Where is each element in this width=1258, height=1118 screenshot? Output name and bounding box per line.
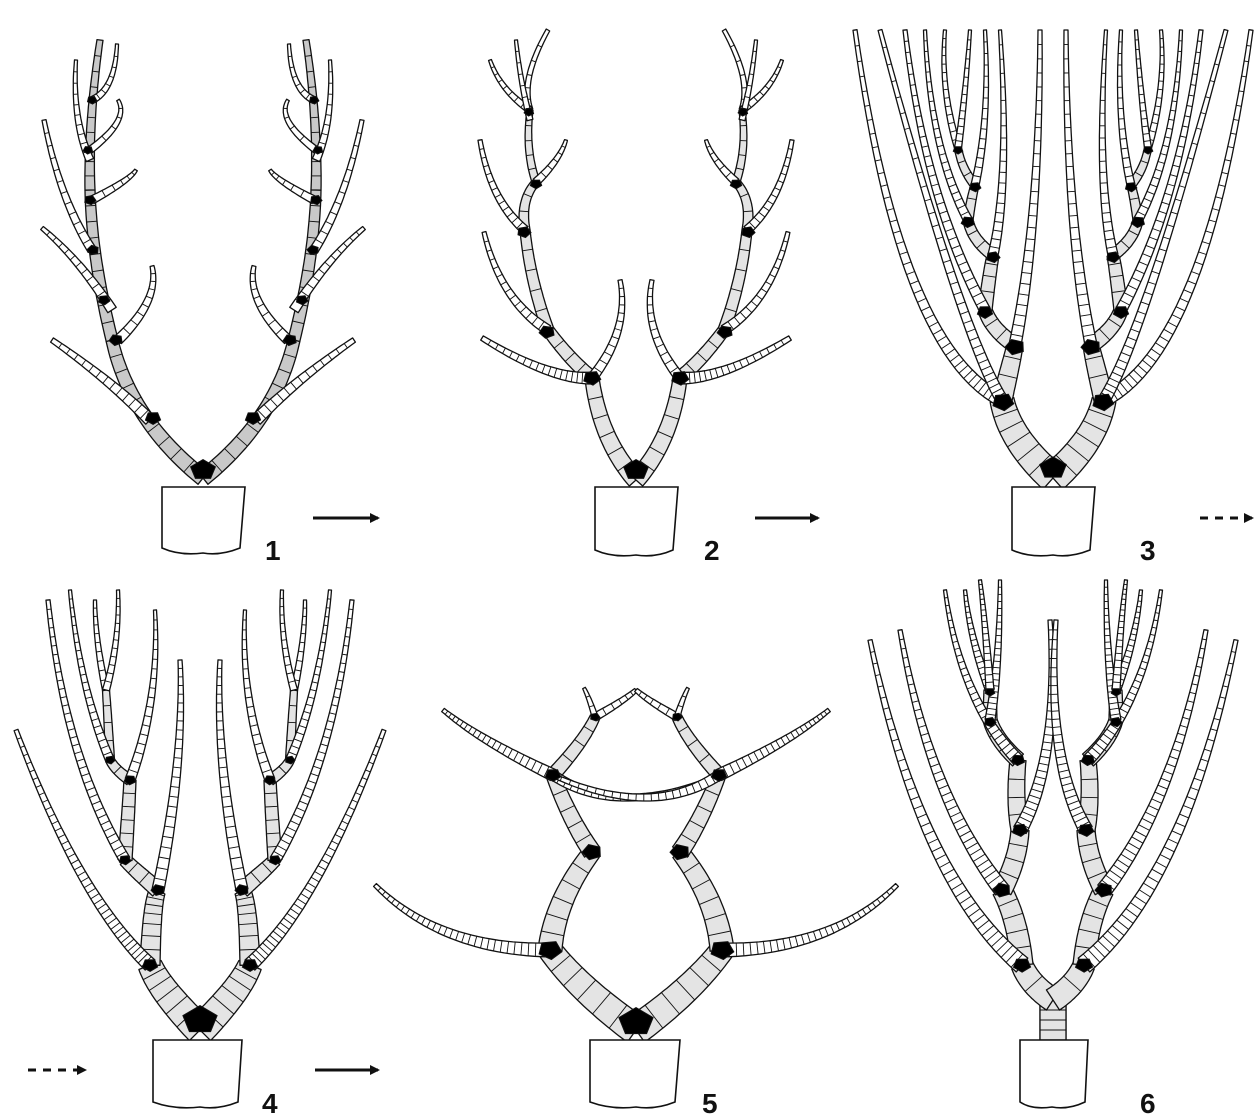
arms-group <box>41 0 366 484</box>
panel-4: 4 <box>14 0 386 1118</box>
panel-number: 4 <box>262 1088 278 1118</box>
cup <box>590 1040 680 1108</box>
panel-1: 1 <box>41 0 378 566</box>
cup <box>162 487 245 554</box>
arms-group <box>853 0 1253 489</box>
panel-5: 5 <box>374 0 899 1118</box>
arms-group <box>478 0 794 486</box>
panel-number: 1 <box>265 535 281 566</box>
panel-number: 2 <box>704 535 720 566</box>
cup <box>1020 1040 1088 1108</box>
cup <box>1012 487 1095 556</box>
panel-number: 6 <box>1140 1088 1156 1118</box>
panel-number: 3 <box>1140 535 1156 566</box>
panel-number: 5 <box>702 1088 718 1118</box>
panel-2: 2 <box>478 0 818 566</box>
panel-6: 6 <box>868 0 1238 1118</box>
cup <box>153 1040 242 1108</box>
cup <box>595 487 678 556</box>
panel-3: 3 <box>853 0 1253 566</box>
